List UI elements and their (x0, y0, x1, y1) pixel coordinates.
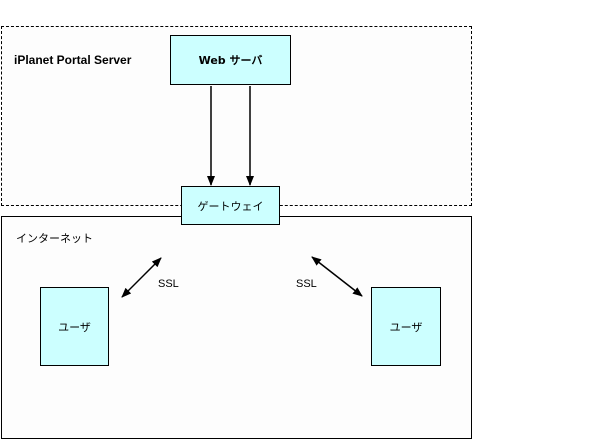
gateway-label: ゲートウェイ (197, 199, 264, 213)
portal-server-label: iPlanet Portal Server (14, 53, 132, 67)
user-node-left: ユーザ (40, 287, 109, 366)
web-server-label: Web サーバ (198, 54, 263, 67)
user-left-label: ユーザ (58, 320, 91, 334)
ssl-arrow-right (311, 256, 363, 297)
internet-label: インターネット (16, 232, 93, 245)
user-node-right: ユーザ (371, 287, 441, 366)
ssl-label-left: SSL (158, 278, 179, 290)
web-server-node: Web サーバ (170, 35, 291, 85)
gateway-node: ゲートウェイ (181, 186, 280, 225)
ssl-arrow-left (121, 257, 162, 298)
user-right-label: ユーザ (389, 320, 423, 334)
